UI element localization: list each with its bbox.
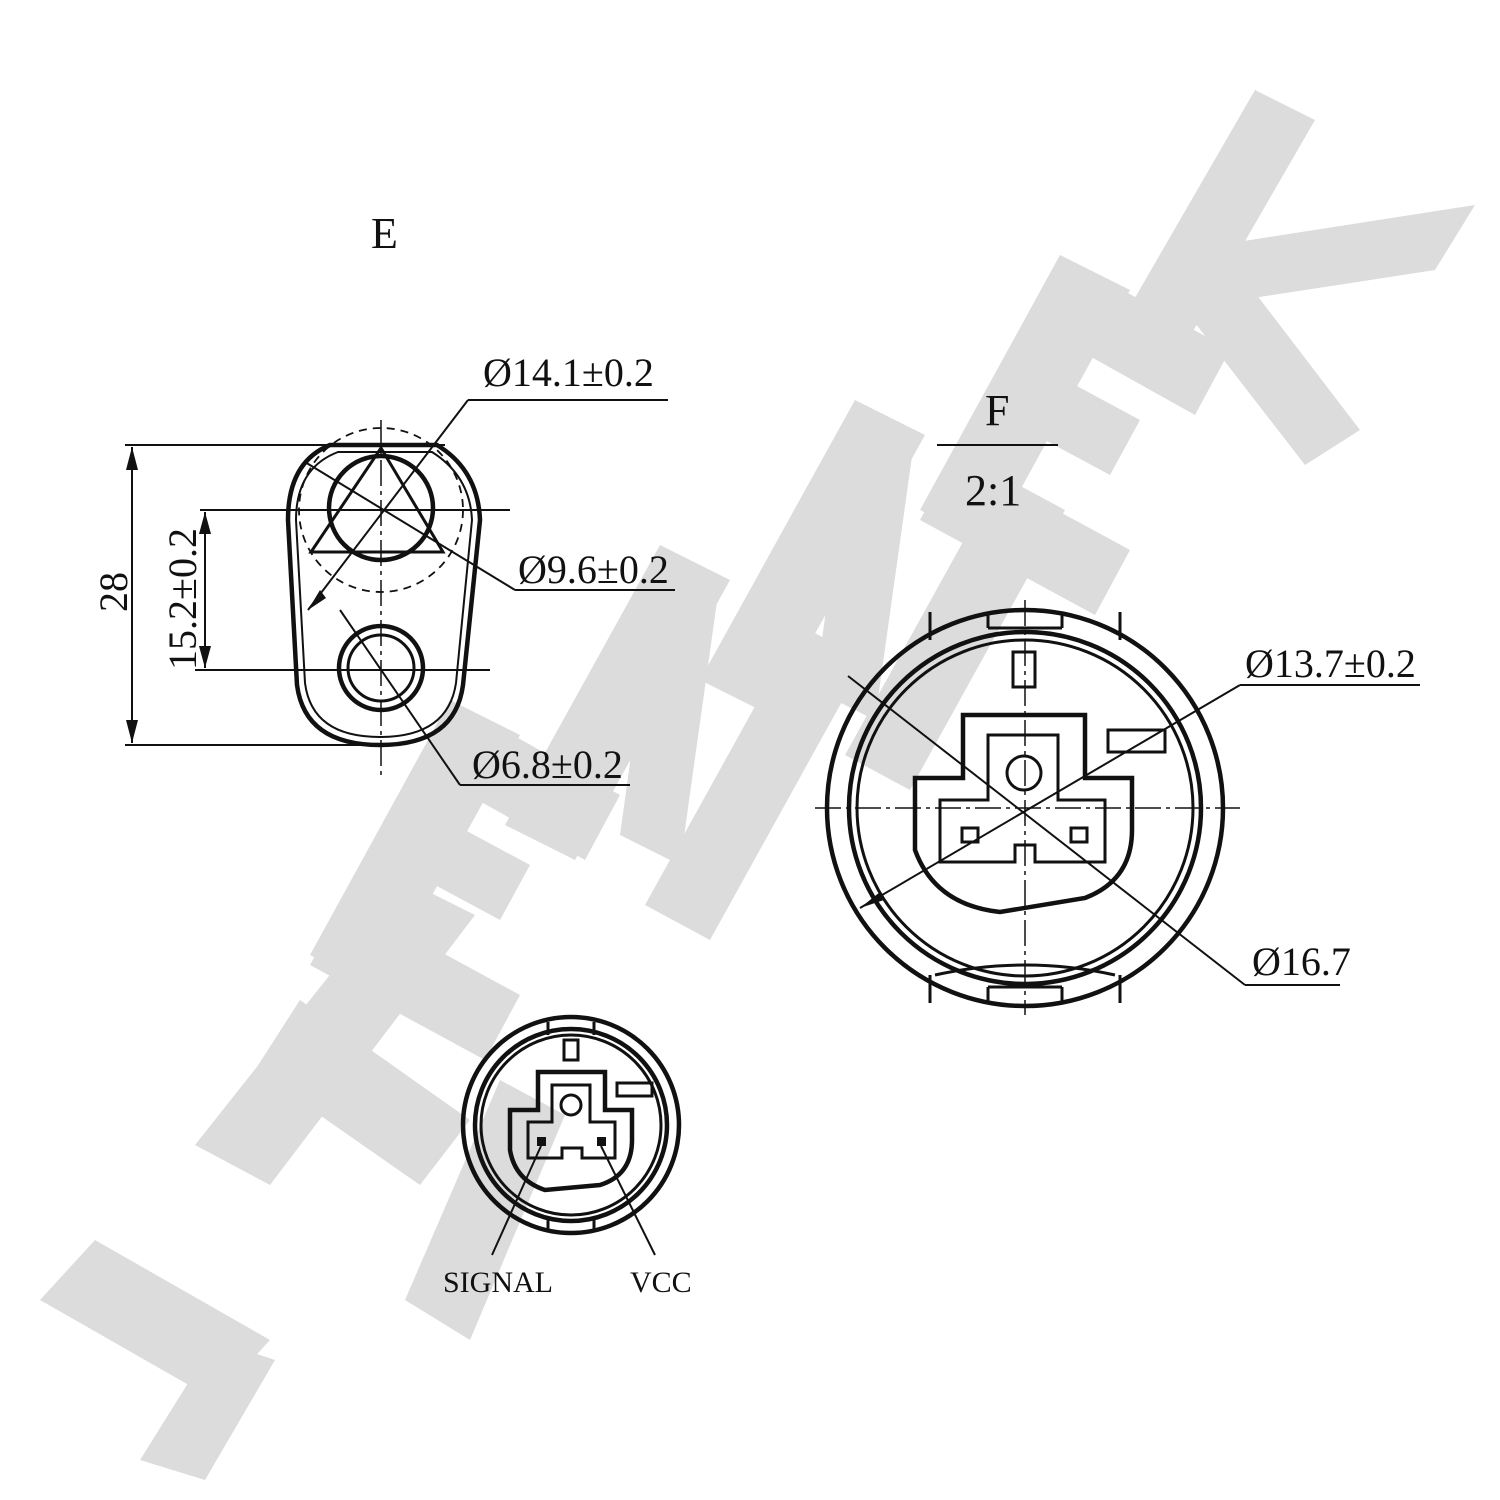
watermark-logo xyxy=(40,90,1475,1480)
connector-housing xyxy=(507,1069,635,1193)
view-f-leader-inner xyxy=(859,684,1241,909)
view-e-height-text: 28 xyxy=(91,572,136,612)
connector-center-hole xyxy=(559,1093,583,1117)
view-e-spacing-text: 15.2±0.2 xyxy=(160,528,205,670)
view-f-scale: 2:1 xyxy=(965,466,1021,515)
view-f-inner-diameter-text: Ø13.7±0.2 xyxy=(1245,641,1416,686)
view-f: F 2:1 Ø13.7±0.2 Ø16.7 xyxy=(815,386,1420,1015)
view-f-pin-right xyxy=(1069,826,1089,844)
connector-pin-vcc-label: VCC xyxy=(630,1266,692,1299)
view-f-key-slot xyxy=(1011,650,1037,689)
view-f-outer-diameter-text: Ø16.7 xyxy=(1252,939,1351,984)
view-e-label: E xyxy=(371,209,398,258)
view-f-connector-housing xyxy=(912,712,1135,915)
view-f-center-hole xyxy=(1005,754,1043,792)
view-e-body-outline xyxy=(285,442,483,748)
connector-key-slot xyxy=(562,1038,580,1062)
connector-leader-signal xyxy=(491,1145,542,1256)
connector-outer-ring xyxy=(460,1014,682,1236)
view-f-label: F xyxy=(985,386,1009,435)
view-e-inner-diameter-text: Ø9.6±0.2 xyxy=(518,547,669,592)
view-f-leader-outer xyxy=(847,675,1246,986)
connector-pin-signal xyxy=(537,1137,546,1146)
view-e: E xyxy=(91,209,675,787)
view-f-pin-left xyxy=(960,826,980,844)
view-e-leader-small xyxy=(339,609,461,786)
connector-face: SIGNAL VCC xyxy=(443,1014,692,1299)
connector-pin-vcc xyxy=(597,1137,606,1146)
view-e-inner-outline xyxy=(294,451,474,739)
view-f-side-key xyxy=(1106,728,1167,754)
connector-second-ring xyxy=(472,1026,670,1224)
connector-leader-vcc xyxy=(600,1145,656,1256)
connector-side-key xyxy=(615,1081,654,1098)
connector-pin-signal-label: SIGNAL xyxy=(443,1266,553,1299)
view-e-leader-inner xyxy=(304,461,516,591)
view-e-outer-diameter-text: Ø14.1±0.2 xyxy=(483,350,654,395)
view-e-small-hole-text: Ø6.8±0.2 xyxy=(472,742,623,787)
connector-inner-ring xyxy=(479,1033,663,1217)
view-e-leader-outer xyxy=(307,399,469,611)
